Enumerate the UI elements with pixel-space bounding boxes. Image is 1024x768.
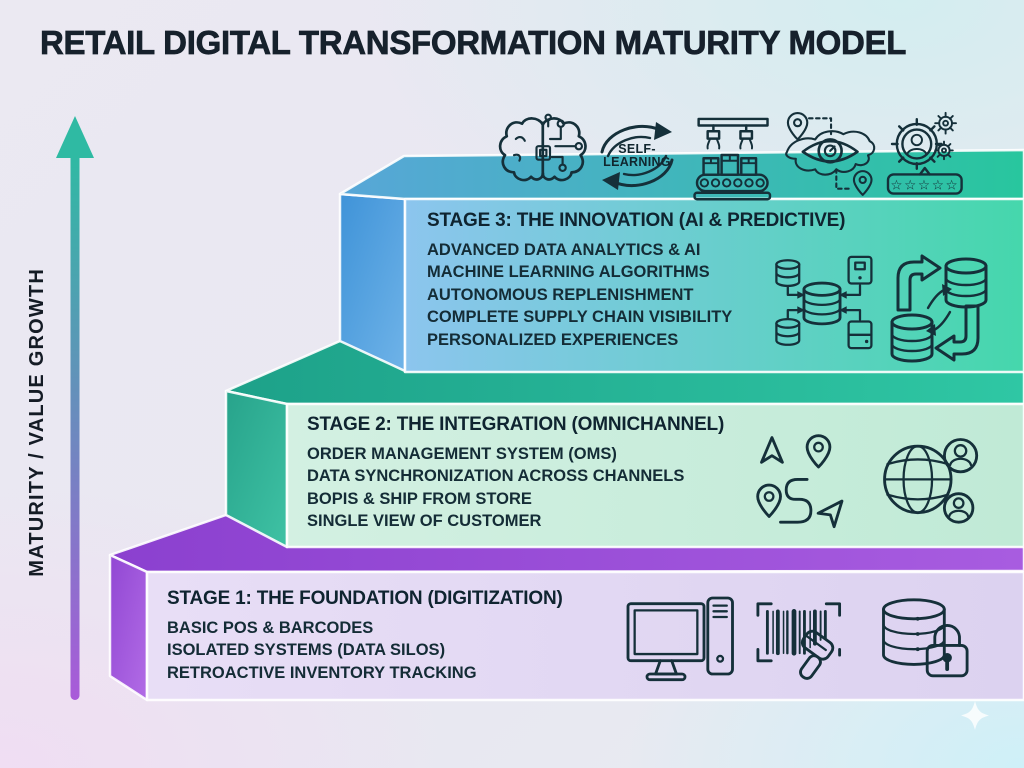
stage-2-front-face — [285, 402, 1024, 549]
stage-1-item: ISOLATED SYSTEMS (DATA SILOS) — [167, 641, 446, 660]
stage-2-item: SINGLE VIEW OF CUSTOMER — [307, 512, 542, 531]
star-rating: ☆☆☆☆☆ — [890, 178, 959, 194]
stage-3-item: PERSONALIZED EXPERIENCES — [427, 330, 679, 349]
self-learning-label-line1: SELF- — [618, 142, 656, 156]
database-lock-icon — [882, 598, 969, 678]
stage-3-top-face — [338, 148, 1024, 201]
stage-1-heading: STAGE 1: THE FOUNDATION (DIGITIZATION) — [167, 588, 563, 609]
globe-customers-icon — [883, 438, 979, 524]
sparkle-icon — [961, 701, 989, 730]
stage-2-heading: STAGE 2: THE INTEGRATION (OMNICHANNEL) — [307, 414, 725, 435]
growth-arrow — [56, 116, 94, 700]
stage-1-item: BASIC POS & BARCODES — [167, 619, 374, 637]
page-title: RETAIL DIGITAL TRANSFORMATION MATURITY M… — [40, 24, 907, 62]
global-visibility-eye-icon — [785, 111, 876, 196]
self-learning-cycle-icon: SELF- LEARNING — [600, 122, 674, 190]
stage-3-item: MACHINE LEARNING ALGORITHMS — [427, 263, 710, 282]
stage-1-item: RETROACTIVE INVENTORY TRACKING — [167, 663, 477, 682]
route-pins-icon — [756, 434, 844, 529]
desktop-pos-icon — [626, 596, 734, 682]
automation-conveyor-icon — [693, 117, 772, 201]
stage-1-panel-text: STAGE 1: THE FOUNDATION (DIGITIZATION) B… — [167, 588, 563, 684]
ai-brain-circuit-icon — [498, 113, 587, 182]
stage-3-heading: STAGE 3: THE INNOVATION (AI & PREDICTIVE… — [427, 210, 846, 231]
stage-3-panel-text: STAGE 3: THE INNOVATION (AI & PREDICTIVE… — [427, 210, 845, 351]
stage-1-front-face — [145, 570, 1024, 702]
barcode-scanner-icon — [756, 602, 842, 680]
stage-3-left-face — [338, 192, 407, 373]
stage-2-item: DATA SYNCHRONIZATION ACROSS CHANNELS — [307, 467, 685, 486]
stage-3-item: ADVANCED DATA ANALYTICS & AI — [427, 241, 701, 259]
data-flow-icon — [775, 255, 873, 350]
stage-2-item: BOPIS & SHIP FROM STORE — [307, 489, 532, 508]
stage-2-panel-text: STAGE 2: THE INTEGRATION (OMNICHANNEL) O… — [307, 414, 724, 533]
stage-1-left-face — [108, 553, 149, 702]
self-learning-label-line2: LEARNING — [603, 155, 671, 169]
stage-3-item: AUTONOMOUS REPLENISHMENT — [427, 285, 694, 304]
database-sync-icon — [890, 254, 988, 363]
stage-2-item: ORDER MANAGEMENT SYSTEM (OMS) — [307, 445, 617, 463]
personalization-gears-icon: ☆☆☆☆☆ — [886, 111, 963, 195]
stage-3-front-face — [403, 197, 1024, 374]
stage-3-item: COMPLETE SUPPLY CHAIN VISIBILITY — [427, 308, 733, 327]
